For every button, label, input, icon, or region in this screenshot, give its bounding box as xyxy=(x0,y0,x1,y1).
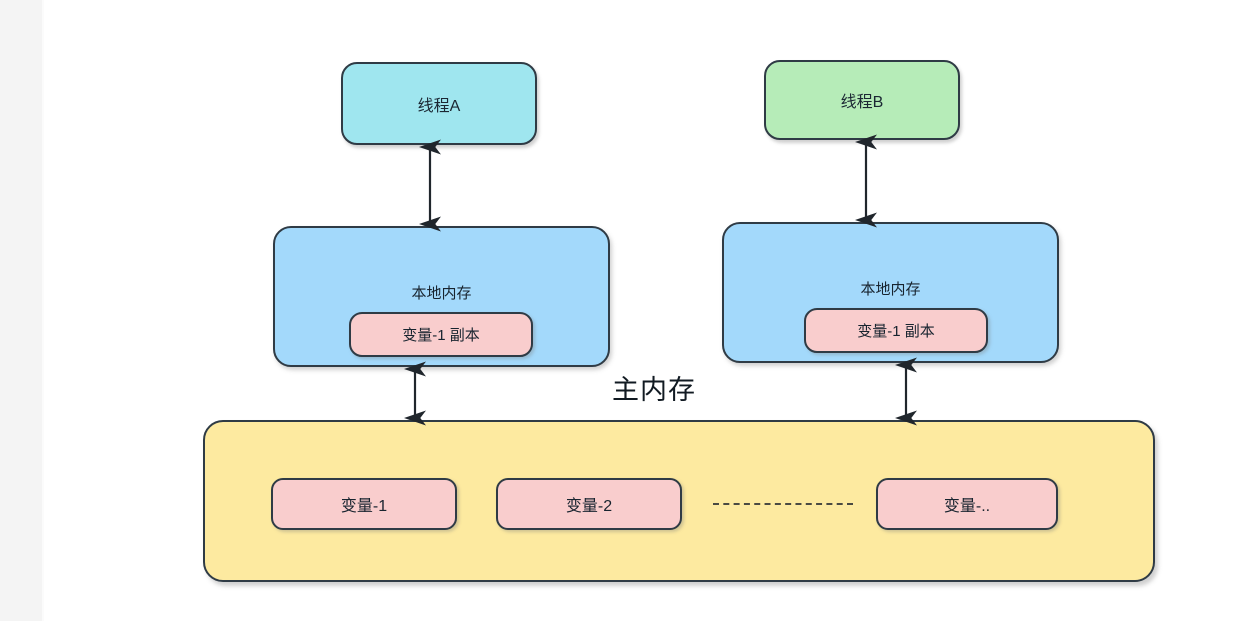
variable-2-label: 变量-2 xyxy=(565,498,613,515)
main-memory-box: 变量-1 变量-2 变量-.. xyxy=(203,420,1155,582)
local-memory-b-label: 本地内存 xyxy=(860,281,921,298)
thread-a-label: 线程A xyxy=(417,97,461,115)
thread-b-box: 线程B xyxy=(764,60,960,140)
gutter-divider xyxy=(42,0,44,621)
thread-a-box: 线程A xyxy=(341,62,537,145)
variable-1-copy-b-label: 变量-1 副本 xyxy=(857,323,935,340)
variable-1-label: 变量-1 xyxy=(340,498,388,515)
variable-1-copy-a-label: 变量-1 副本 xyxy=(402,327,480,344)
variables-ellipsis-dashes xyxy=(713,503,853,505)
variable-2-box: 变量-2 xyxy=(496,478,682,530)
variable-1-box: 变量-1 xyxy=(271,478,457,530)
thread-b-label: 线程B xyxy=(840,94,884,111)
local-memory-a-box: 本地内存 变量-1 副本 xyxy=(273,226,610,367)
variable-n-label: 变量-.. xyxy=(943,498,991,515)
variable-1-copy-b-box: 变量-1 副本 xyxy=(804,308,988,353)
local-memory-b-box: 本地内存 变量-1 副本 xyxy=(722,222,1059,363)
variable-1-copy-a-box: 变量-1 副本 xyxy=(349,312,533,357)
local-memory-a-label: 本地内存 xyxy=(411,285,472,302)
variable-n-box: 变量-.. xyxy=(876,478,1058,530)
main-memory-title: 主内存 xyxy=(612,375,696,405)
left-gutter-strip xyxy=(0,0,42,621)
